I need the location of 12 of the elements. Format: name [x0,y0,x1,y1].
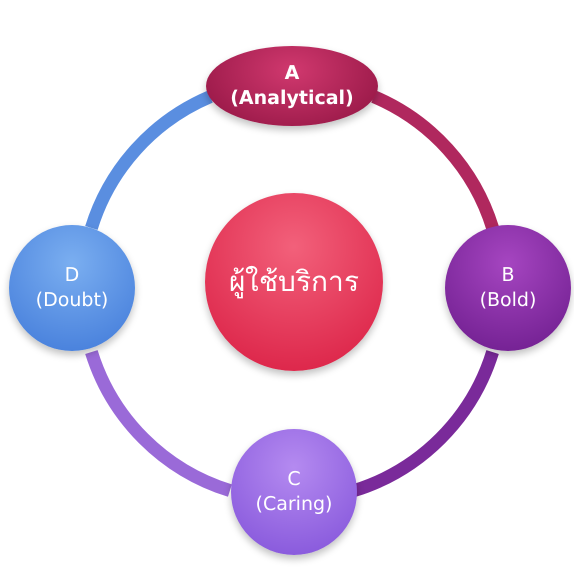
node-label: B [501,263,515,288]
node-label: A [284,61,300,86]
ring-connector [85,350,232,497]
ring-connector [370,90,499,230]
node-label: (Doubt) [36,288,108,313]
node-label: (Bold) [480,288,536,313]
node-label: D [64,263,80,288]
ring-connector [85,90,214,230]
node-label: C [287,467,301,492]
node-label: (Caring) [256,492,332,517]
node-label: ผู้ใช้บริการ [229,264,359,300]
node-label: (Analytical) [230,86,354,111]
